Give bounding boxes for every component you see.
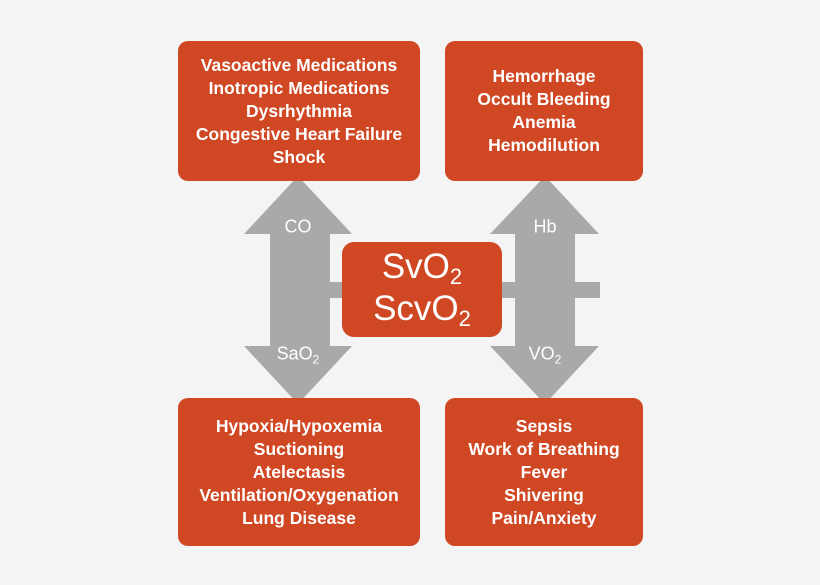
center-svo2-base: SvO — [381, 246, 450, 286]
box-item: Anemia — [512, 112, 576, 132]
box-item: Ventilation/Oxygenation — [199, 484, 399, 505]
box-item: Pain/Anxiety — [491, 507, 597, 528]
center-svo2-sub: 2 — [449, 263, 463, 289]
box-item: Fever — [520, 461, 568, 482]
box-item: Hemorrhage — [492, 66, 596, 86]
vo2-arrow — [490, 292, 599, 404]
center-scvo2-base: ScvO — [373, 288, 459, 328]
center-scvo2-sub: 2 — [458, 305, 471, 331]
box-vo2-causes: Sepsis Work of Breathing Fever Shivering… — [445, 398, 643, 546]
box-item: Congestive Heart Failure — [195, 123, 403, 144]
box-item-list: Sepsis Work of Breathing Fever Shivering… — [468, 415, 619, 530]
hb-arrow — [490, 176, 599, 288]
box-hemoglobin-causes: Hemorrhage Occult Bleeding Anemia Hemodi… — [445, 41, 643, 181]
box-item: Vasoactive Medications — [200, 54, 398, 75]
box-item-list: Hemorrhage Occult Bleeding Anemia Hemodi… — [477, 65, 610, 157]
box-item: Shivering — [504, 484, 584, 505]
box-item-list: Vasoactive Medications Inotropic Medicat… — [196, 54, 402, 169]
sao2-label: SaO2 — [276, 343, 320, 367]
sao2-arrow — [244, 292, 352, 404]
center-line-1: SvO2 — [381, 246, 463, 290]
box-item: Hemodilution — [488, 135, 600, 155]
box-item: Lung Disease — [242, 507, 356, 528]
box-item: Work of Breathing — [468, 438, 620, 459]
co-label: CO — [285, 217, 312, 238]
hb-label: Hb — [533, 217, 556, 238]
box-item: Sepsis — [515, 415, 573, 436]
sao2-label-base: SaO — [276, 343, 313, 364]
vo2-label-base: VO — [528, 343, 555, 364]
hb-label-text: Hb — [533, 216, 557, 237]
box-item: Inotropic Medications — [208, 77, 390, 98]
center-box: SvO2 ScvO2 — [342, 242, 502, 337]
box-item: Hypoxia/Hypoxemia — [215, 415, 383, 436]
box-item: Suctioning — [253, 438, 345, 459]
box-item-list: Hypoxia/Hypoxemia Suctioning Atelectasis… — [199, 415, 398, 530]
box-sao2-causes: Hypoxia/Hypoxemia Suctioning Atelectasis… — [178, 398, 420, 546]
vo2-label-sub: 2 — [554, 352, 562, 367]
box-item: Atelectasis — [252, 461, 346, 482]
vo2-label: VO2 — [528, 343, 562, 367]
co-label-text: CO — [284, 216, 312, 237]
box-item: Shock — [272, 146, 326, 167]
center-line-2: ScvO2 — [373, 288, 471, 332]
co-arrow — [244, 176, 352, 288]
box-item: Dysrhythmia — [245, 100, 352, 121]
sao2-label-sub: 2 — [312, 352, 320, 367]
box-item: Occult Bleeding — [477, 89, 611, 109]
box-cardiac-output-causes: Vasoactive Medications Inotropic Medicat… — [178, 41, 420, 181]
